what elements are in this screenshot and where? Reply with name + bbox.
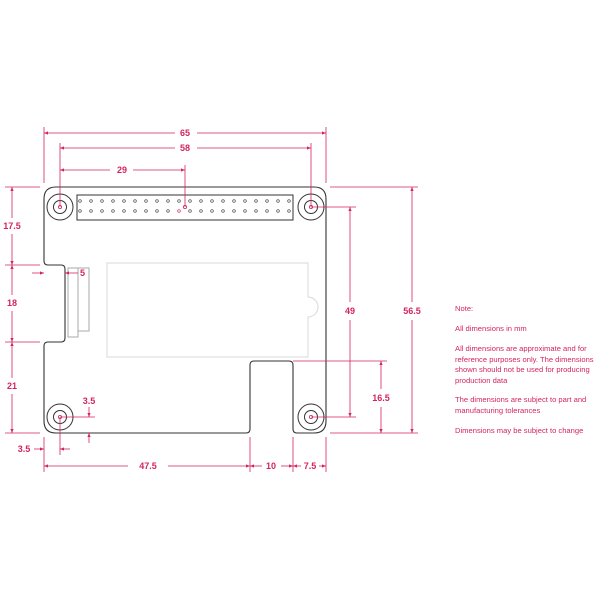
- gpio-pin: [144, 199, 148, 203]
- dim-58: 58: [180, 143, 190, 153]
- gpio-pin: [254, 209, 258, 213]
- dimension-labels: 65 58 29 17.5 18 21 5 3.5 3.5 47.5 10 7.…: [3, 128, 421, 471]
- note-approximate: All dimensions are approximate and for r…: [455, 344, 594, 385]
- dim-18: 18: [7, 298, 17, 308]
- component-area: [106, 262, 319, 358]
- gpio-pin: [133, 209, 137, 213]
- extension-lines: [5, 127, 418, 472]
- gpio-pin: [254, 199, 258, 203]
- gpio-pin: [232, 199, 236, 203]
- gpio-pin: [144, 209, 148, 213]
- note-tolerances: The dimensions are subject to part and m…: [455, 395, 587, 415]
- dim-10: 10: [266, 461, 276, 471]
- gpio-pin: [100, 199, 104, 203]
- dim-21: 21: [7, 381, 17, 391]
- dim-65: 65: [180, 128, 190, 138]
- dim-5: 5: [80, 268, 85, 278]
- gpio-pin: [111, 199, 115, 203]
- gpio-pin: [155, 199, 159, 203]
- gpio-pin: [166, 209, 170, 213]
- dim-56-5: 56.5: [403, 306, 421, 316]
- gpio-pin: [287, 209, 291, 213]
- gpio-pin: [265, 209, 269, 213]
- dim-29: 29: [117, 165, 127, 175]
- gpio-pin: [188, 199, 192, 203]
- gpio-pin: [243, 209, 247, 213]
- gpio-pin: [166, 199, 170, 203]
- gpio-pin: [78, 209, 82, 213]
- gpio-pin: [122, 209, 126, 213]
- gpio-pin: [221, 209, 225, 213]
- note-units: All dimensions in mm: [455, 324, 527, 333]
- dimension-lines: [10, 131, 414, 468]
- gpio-pin: [221, 199, 225, 203]
- dim-47-5: 47.5: [139, 461, 157, 471]
- gpio-pin: [243, 199, 247, 203]
- dim-3-5-vertical: 3.5: [83, 396, 96, 406]
- gpio-pin: [199, 199, 203, 203]
- gpio-pin: [133, 199, 137, 203]
- gpio-pin: [177, 199, 181, 203]
- dim-49: 49: [345, 306, 355, 316]
- dim-17-5: 17.5: [3, 221, 21, 231]
- dim-7-5: 7.5: [304, 461, 317, 471]
- notes-title: Note:: [455, 304, 474, 313]
- gpio-pin: [199, 209, 203, 213]
- gpio-pin: [122, 199, 126, 203]
- gpio-pin: [111, 209, 115, 213]
- gpio-pin: [210, 199, 214, 203]
- gpio-pin: [100, 209, 104, 213]
- gpio-pin: [155, 209, 159, 213]
- gpio-pin: [276, 199, 280, 203]
- gpio-pin: [276, 209, 280, 213]
- dim-3-5-horizontal: 3.5: [18, 444, 31, 454]
- gpio-pin: [287, 199, 291, 203]
- gpio-pins: [78, 199, 291, 213]
- note-change: Dimensions may be subject to change: [455, 426, 584, 435]
- gpio-pin: [188, 209, 192, 213]
- gpio-pin: [78, 199, 82, 203]
- gpio-pin: [89, 209, 93, 213]
- gpio-pin: [177, 209, 181, 213]
- board-outline: [43, 186, 327, 434]
- gpio-pin: [232, 209, 236, 213]
- gpio-pin: [210, 209, 214, 213]
- gpio-pin: [89, 199, 93, 203]
- dim-16-5: 16.5: [372, 393, 390, 403]
- gpio-pin: [265, 199, 269, 203]
- side-connector: [67, 267, 90, 338]
